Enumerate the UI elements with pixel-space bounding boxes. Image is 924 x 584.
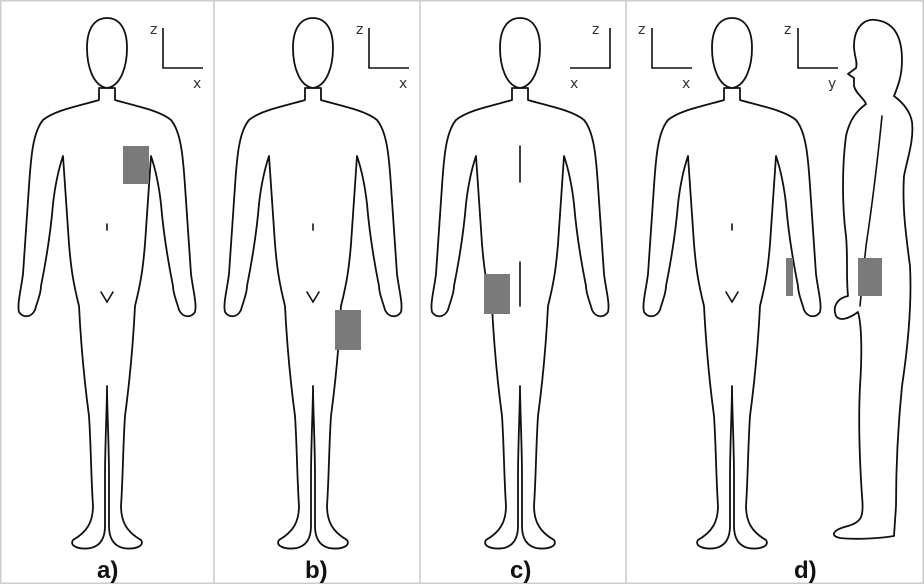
axes-indicator-front: z x (638, 22, 692, 92)
axes-indicator: z x (570, 22, 610, 92)
axis-label-y: y (828, 76, 836, 92)
axis-label-z: z (356, 22, 363, 38)
front-body-outline (18, 18, 195, 549)
panel-a: z x a) (18, 18, 203, 584)
panel-label: d) (794, 557, 817, 584)
axis-label-z: z (150, 22, 157, 38)
sensor-patch-side (858, 258, 882, 296)
panel-label: c) (510, 557, 531, 584)
panel-label: a) (97, 557, 118, 584)
sensor-patch (335, 310, 361, 350)
axis-label-x: x (399, 76, 407, 92)
front-body-outline (643, 18, 820, 549)
sensor-patch-front (786, 258, 793, 296)
axis-label-x: x (193, 76, 201, 92)
back-body-outline (431, 18, 608, 549)
axis-label-x: x (682, 76, 690, 92)
panel-b: z x b) (224, 18, 409, 584)
axes-indicator: z x (150, 22, 203, 92)
axes-indicator-side: z y (784, 22, 838, 92)
axis-label-z: z (784, 22, 791, 38)
sensor-patch (484, 274, 510, 314)
panel-label: b) (305, 557, 328, 584)
panel-d: z x z y d) (638, 18, 912, 584)
panel-c: z x c) (431, 18, 610, 584)
axes-indicator: z x (356, 22, 409, 92)
front-body-outline (224, 18, 401, 549)
axis-label-z: z (592, 22, 599, 38)
axis-label-z: z (638, 22, 645, 38)
sensor-patch (123, 146, 149, 184)
axis-label-x: x (570, 76, 578, 92)
